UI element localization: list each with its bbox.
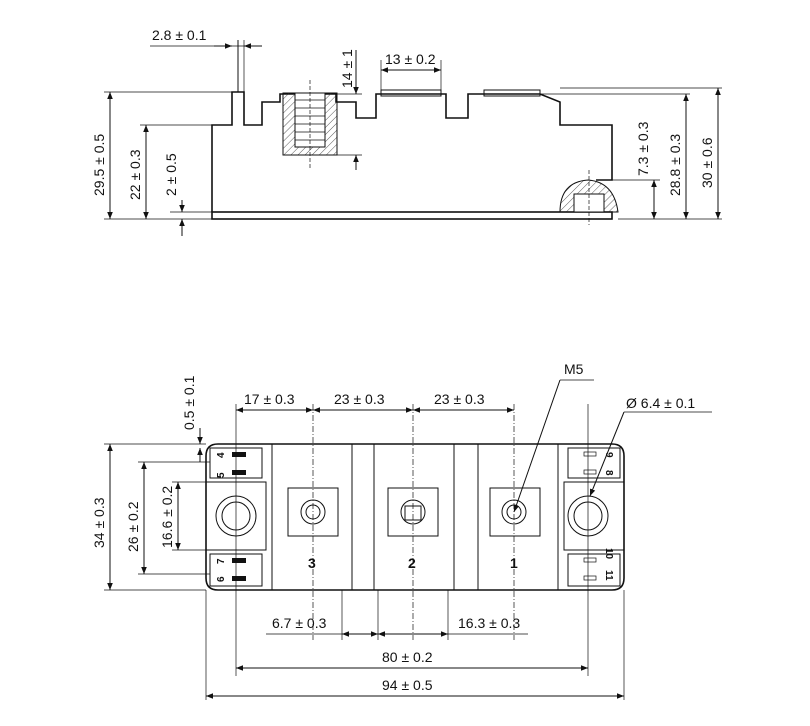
terminal-section-left	[282, 80, 338, 170]
dim-overall-length: 94 ± 0.5	[382, 677, 433, 693]
terminal-label-2: 2	[408, 555, 416, 571]
pin-box-top-right	[567, 447, 621, 479]
side-view: 2.8 ± 0.1 14 ± 1 13 ± 0.2 29.5 ± 0.5 22 …	[91, 27, 722, 236]
module-outline	[205, 443, 625, 591]
aux-pins-left: 4 5 7 6	[216, 452, 246, 582]
dim-inner-width: 26 ± 0.2	[125, 501, 141, 552]
aux-pins-right: 9 8 10 11	[583, 451, 614, 581]
pin-label-8: 8	[603, 470, 614, 476]
dim-edge-margin: 0.5 ± 0.1	[181, 375, 197, 430]
pin-label-5: 5	[216, 472, 227, 478]
tab-pin	[232, 40, 244, 93]
dim-width: 34 ± 0.3	[91, 497, 107, 548]
dim-hole-diameter: Ø 6.4 ± 0.1	[626, 395, 695, 411]
pin-box-top-left	[209, 447, 263, 479]
dim-gap-left: 6.7 ± 0.3	[272, 615, 327, 631]
mount-ear-right	[563, 481, 624, 551]
dim-terminal-depth: 14 ± 1	[339, 49, 355, 88]
dim-pitch-b: 23 ± 0.3	[434, 391, 485, 407]
pin-box-bottom-right	[567, 553, 621, 587]
terminal-pad-1	[477, 443, 559, 591]
dim-total-height-a: 28.8 ± 0.3	[667, 134, 683, 196]
mount-section-right	[559, 170, 619, 225]
dim-overall-height: 29.5 ± 0.5	[91, 134, 107, 196]
dim-tab-thickness: 2.8 ± 0.1	[152, 27, 207, 43]
pin-label-7: 7	[216, 558, 227, 564]
terminal-plate-right	[483, 89, 541, 97]
dim-base-thickness: 2 ± 0.5	[163, 153, 179, 196]
dim-total-height-b: 30 ± 0.6	[699, 137, 715, 188]
dim-term3-offset: 17 ± 0.3	[244, 391, 295, 407]
terminal-label-3: 3	[308, 555, 316, 571]
pin-label-11: 11	[603, 570, 614, 581]
pin-label-4: 4	[216, 452, 227, 458]
top-view: 4 5 7 6 9 8 10 11	[91, 361, 712, 700]
dim-terminal-width: 13 ± 0.2	[385, 51, 436, 67]
base-plate	[211, 211, 613, 220]
dim-pitch-a: 23 ± 0.3	[334, 391, 385, 407]
housing-outline	[211, 91, 613, 212]
dim-mount-pitch: 80 ± 0.2	[382, 649, 433, 665]
dim-mount-height: 7.3 ± 0.3	[635, 121, 651, 176]
pin-box-bottom-left	[209, 553, 263, 587]
pin-label-10: 10	[603, 548, 614, 560]
dim-body-height: 22 ± 0.3	[127, 149, 143, 200]
dim-hole-spacing: 16.6 ± 0.2	[159, 486, 175, 548]
terminal-plate-center	[380, 89, 442, 97]
dim-gap-right: 16.3 ± 0.3	[458, 615, 520, 631]
pin-label-9: 9	[603, 452, 614, 458]
label-screw-size: M5	[564, 361, 584, 377]
pin-label-6: 6	[216, 576, 227, 582]
